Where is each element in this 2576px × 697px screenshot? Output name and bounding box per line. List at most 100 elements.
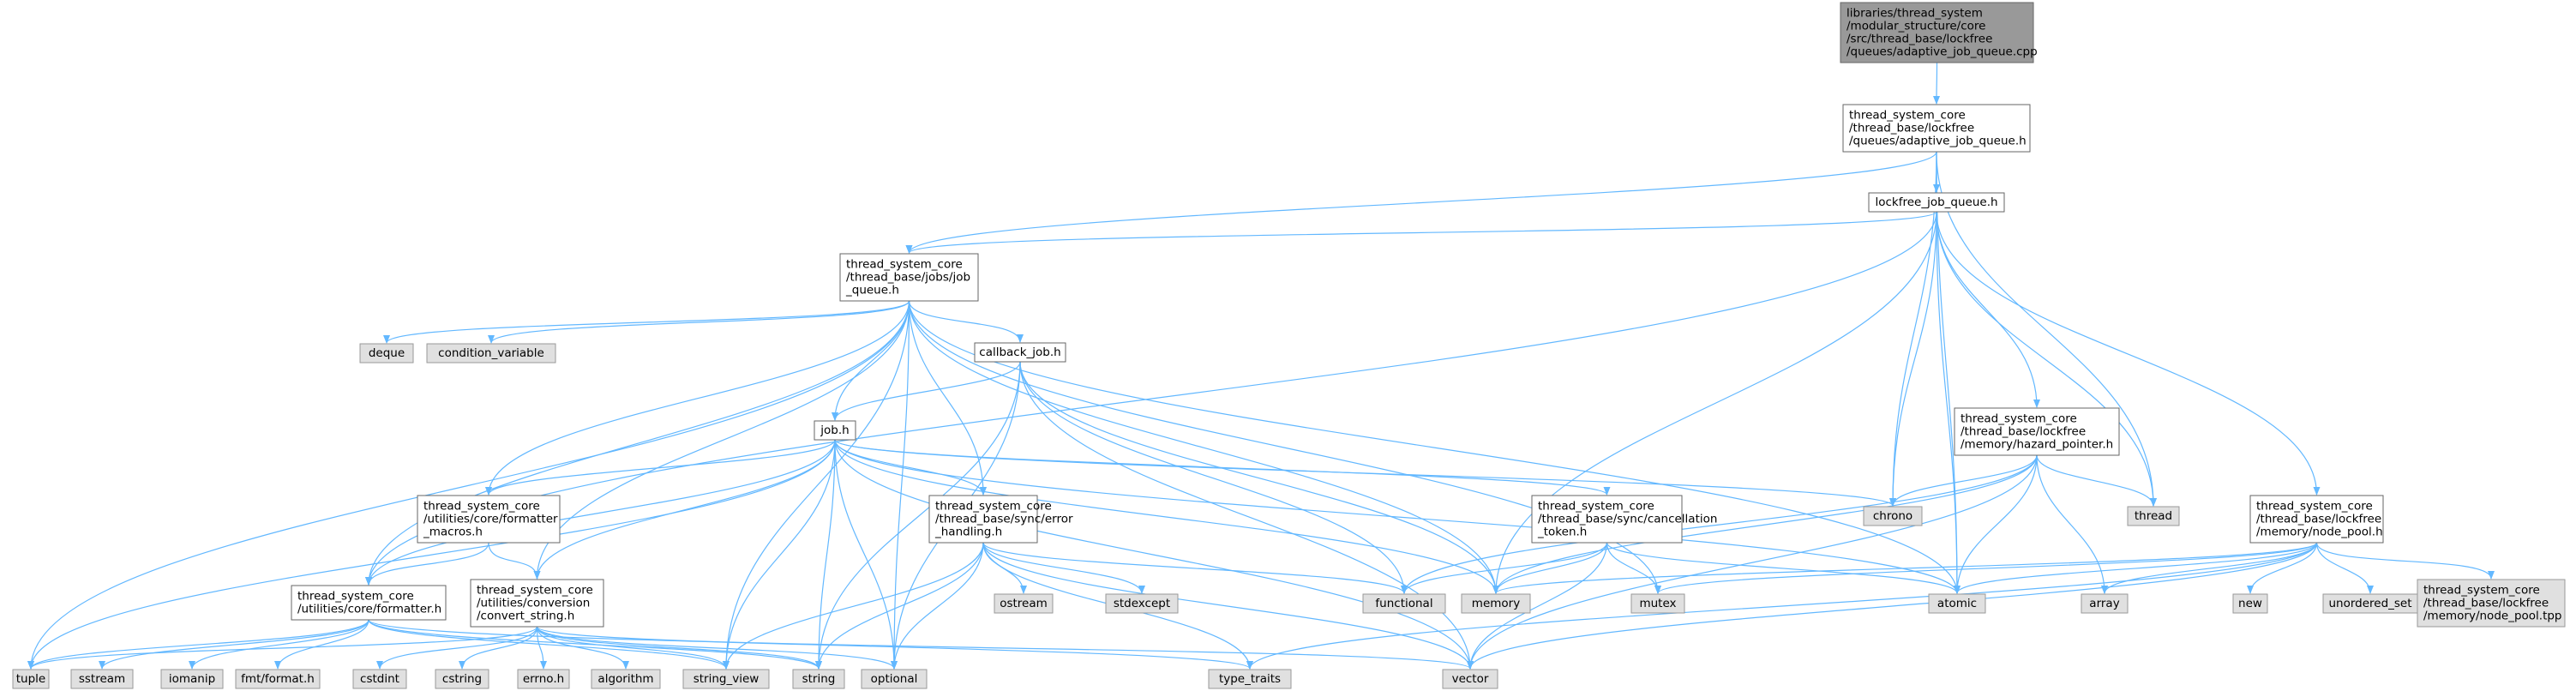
node-label-line: /src/thread_base/lockfree: [1846, 33, 1992, 46]
edge-job_h-to-optional: [834, 439, 898, 670]
node-vector: vector: [1442, 669, 1498, 689]
node-label-line: libraries/thread_system: [1846, 7, 1983, 21]
edge-adaptive_h-to-job_queue_h: [905, 151, 1937, 254]
edge-hazard_h-to-vector: [1467, 454, 2038, 670]
node-label-line: /memory/node_pool.h: [2256, 526, 2383, 539]
node-box: [2249, 495, 2384, 544]
node-label-line: /utilities/core/formatter: [423, 513, 558, 526]
node-label-line: cstring: [442, 672, 482, 686]
node-node-pool-tpp: thread_system_core/thread_base/lockfree/…: [2417, 579, 2566, 628]
node-label-line: iomanip: [169, 672, 215, 686]
node-label-line: new: [2238, 597, 2262, 610]
node-formatter-h[interactable]: thread_system_core/utilities/core/format…: [291, 585, 447, 621]
edge-node_pool_h-to-array: [2101, 542, 2318, 594]
edge-convert_h-to-errno_h: [536, 626, 547, 670]
node-box: [12, 669, 50, 689]
node-box: [1863, 506, 1923, 526]
edge-cancel_h-to-atomic: [1606, 542, 1961, 594]
node-box: [426, 343, 556, 364]
edge-formatter_h-to-string_view: [368, 619, 730, 670]
edge-callback_job_h-to-job_h: [832, 361, 1021, 421]
node-hazard-h[interactable]: thread_system_core/thread_base/lockfree/…: [1954, 407, 2120, 456]
edge-node_pool_h-to-vector: [1467, 542, 2318, 670]
node-ostream: ostream: [994, 593, 1054, 614]
node-label-line: vector: [1452, 672, 1489, 686]
edge-lockfree_h-to-hazard_h: [1936, 211, 2040, 408]
node-error-h[interactable]: thread_system_core/thread_base/sync/erro…: [928, 495, 1073, 544]
node-job-h[interactable]: job.h: [814, 420, 856, 441]
node-job-queue-h[interactable]: thread_system_core/thread_base/jobs/job_…: [839, 253, 979, 302]
node-cancel-h[interactable]: thread_system_core/thread_base/sync/canc…: [1531, 495, 1717, 544]
edge-lockfree_h-to-atomic: [1936, 211, 1961, 594]
node-convert-h[interactable]: thread_system_core/utilities/conversion/…: [470, 579, 604, 628]
edge-node_pool_h-to-atomic: [1954, 542, 2318, 594]
edge-job_queue_h-to-deque: [383, 300, 910, 344]
node-label-line: thread_system_core: [477, 584, 593, 598]
node-label-line: array: [2089, 597, 2119, 610]
node-callback-job-h[interactable]: callback_job.h: [974, 342, 1066, 363]
edge-callback_job_h-to-functional: [1019, 361, 1408, 594]
node-label-line: lockfree_job_queue.h: [1875, 195, 1997, 209]
node-fmt-macros-h[interactable]: thread_system_core/utilities/core/format…: [417, 495, 561, 544]
node-string: string: [792, 669, 845, 689]
node-box: [1461, 593, 1531, 614]
node-root: libraries/thread_system/modular_structur…: [1840, 2, 2038, 63]
node-box: [417, 495, 561, 544]
node-algorithm: algorithm: [591, 669, 661, 689]
node-adaptive-h[interactable]: thread_system_core/thread_base/lockfree/…: [1842, 104, 2031, 153]
node-label-line: optional: [871, 672, 918, 686]
node-box: [470, 579, 604, 628]
edge-node_pool_h-to-mutex: [1654, 542, 2318, 594]
node-label-line: thread_system_core: [1849, 109, 1966, 123]
edge-job_queue_h-to-fmt_macros_h: [485, 300, 910, 496]
edge-cancel_h-to-vector: [1467, 542, 1608, 670]
nodes-layer: libraries/thread_system/modular_structur…: [12, 2, 2566, 689]
node-errno-h: errno.h: [517, 669, 570, 689]
node-chrono: chrono: [1863, 506, 1923, 526]
node-box: [682, 669, 770, 689]
edge-convert_h-to-tuple: [27, 626, 538, 670]
edge-hazard_h-to-functional: [1401, 454, 2038, 594]
edge-error_h-to-functional: [982, 542, 1408, 594]
node-label-line: /thread_base/sync/cancellation: [1538, 513, 1717, 526]
edge-job_queue_h-to-condvar: [488, 300, 910, 344]
node-label-line: thread: [2135, 509, 2172, 523]
node-box: [1868, 192, 2005, 213]
edge-job_h-to-error_h: [834, 439, 987, 496]
edge-convert_h-to-string_view: [536, 626, 730, 670]
node-label-line: /queues/adaptive_job_queue.h: [1849, 135, 2027, 148]
edge-convert_h-to-cstring: [459, 626, 538, 670]
node-box: [235, 669, 321, 689]
edge-job_h-to-formatter_h: [365, 439, 836, 586]
node-label-line: thread_system_core: [846, 258, 963, 272]
edge-job_queue_h-to-error_h: [908, 300, 987, 496]
node-label-line: /thread_base/lockfree: [1849, 122, 1974, 135]
edge-callback_job_h-to-vector: [1019, 361, 1474, 670]
node-node-pool-h[interactable]: thread_system_core/thread_base/lockfree/…: [2249, 495, 2384, 544]
edge-job_queue_h-to-memory: [908, 300, 1499, 594]
edge-job_h-to-fmt_macros_h: [485, 439, 836, 496]
edges-layer: [27, 62, 2495, 670]
node-label-line: condition_variable: [438, 346, 544, 360]
node-box: [359, 343, 414, 364]
edge-lockfree_h-to-chrono: [1889, 211, 1937, 507]
node-stdexcept: stdexcept: [1105, 593, 1179, 614]
node-box: [974, 342, 1066, 363]
edge-job_queue_h-to-atomic: [908, 300, 1961, 594]
node-label-line: callback_job.h: [979, 345, 1060, 359]
edge-formatter_h-to-fmt_format_h: [274, 619, 369, 670]
node-tuple: tuple: [12, 669, 50, 689]
edge-job_h-to-tuple: [27, 439, 836, 670]
node-label-line: /modular_structure/core: [1846, 20, 1985, 33]
node-box: [2081, 593, 2129, 614]
node-label-line: thread_system_core: [423, 500, 540, 514]
node-lockfree-h[interactable]: lockfree_job_queue.h: [1868, 192, 2005, 213]
node-box: [2417, 579, 2566, 628]
edge-node_pool_h-to-unordered_set: [2315, 542, 2374, 594]
node-label-line: _queue.h: [845, 284, 899, 297]
edge-job_h-to-string_view: [723, 439, 836, 670]
edge-fmt_macros_h-to-formatter_h: [365, 542, 489, 586]
node-label-line: /convert_string.h: [477, 610, 574, 623]
edge-cancel_h-to-functional: [1401, 542, 1608, 594]
